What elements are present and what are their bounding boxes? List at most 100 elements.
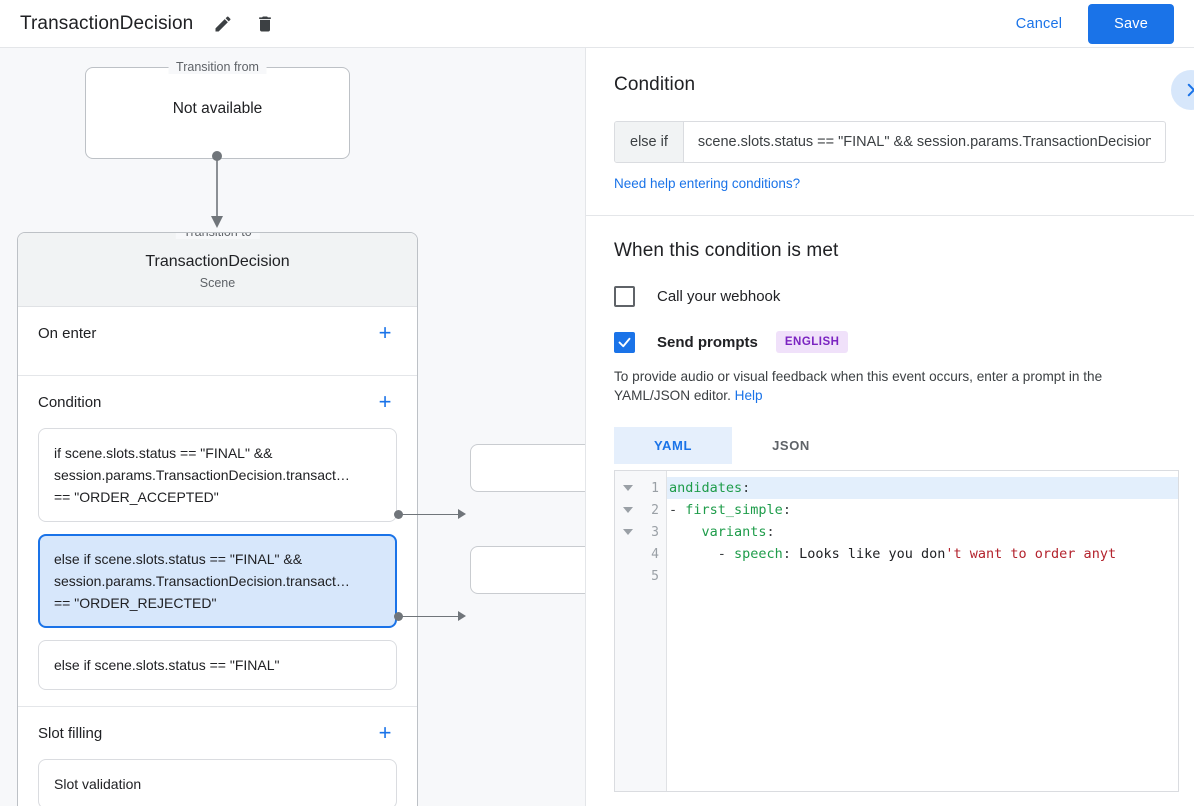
gutter-line: 1	[615, 477, 666, 499]
scene-sections: On enter + Condition + if scene.slots.status…	[18, 307, 417, 806]
transition-to-legend: Transition to	[175, 233, 260, 239]
condition-section: Condition else if Need help entering con…	[586, 48, 1194, 216]
app-header: TransactionDecision Cancel Save	[0, 0, 1194, 48]
chip-line: if scene.slots.status == "FINAL" &&	[54, 445, 273, 461]
code-token: :	[782, 546, 791, 562]
code-token: Looks like you don	[790, 546, 946, 562]
prompt-hint-body: To provide audio or visual feedback when…	[614, 369, 1103, 403]
code-token: first_simple	[685, 502, 783, 518]
condition-chip[interactable]: if scene.slots.status == "FINAL" && sessi…	[38, 428, 397, 522]
code-token: -	[669, 546, 735, 562]
call-webhook-label: Call your webhook	[657, 288, 781, 305]
scene-section-condition: Condition + if scene.slots.status == "FINA…	[18, 376, 417, 707]
transition-from-node[interactable]: Transition from Not available	[85, 60, 350, 159]
line-number: 3	[651, 524, 659, 540]
line-number: 2	[651, 502, 659, 518]
transition-to-card[interactable]: Transition to TransactionDecision Scene …	[17, 232, 418, 806]
chip-line: Slot validation	[54, 776, 142, 792]
section-title: Slot filling	[38, 724, 103, 742]
graph-node-accepted-target[interactable]	[470, 444, 585, 492]
fold-caret-icon[interactable]	[623, 485, 633, 491]
condition-chip-selected[interactable]: else if scene.slots.status == "FINAL" &&…	[38, 534, 397, 628]
section-header: On enter +	[38, 307, 397, 359]
chip-line: else if scene.slots.status == "FINAL"	[54, 657, 280, 673]
scene-section-slot-filling: Slot filling + Slot validation	[18, 707, 417, 806]
add-icon[interactable]: +	[373, 721, 397, 745]
code-line[interactable]: - first_simple:	[667, 499, 1178, 521]
send-prompts-row[interactable]: Send prompts ENGLISH	[614, 331, 1166, 353]
code-token: speech	[734, 546, 783, 562]
prompt-help-link[interactable]: Help	[734, 388, 763, 403]
code-line[interactable]: andidates:	[667, 477, 1178, 499]
code-line[interactable]: variants:	[667, 521, 1178, 543]
send-prompts-label: Send prompts	[657, 333, 758, 351]
section-header: Condition +	[38, 376, 397, 428]
add-icon[interactable]: +	[373, 390, 397, 414]
tab-json[interactable]: JSON	[732, 427, 850, 464]
scene-card-header: TransactionDecision Scene	[18, 233, 417, 307]
trash-icon[interactable]	[253, 12, 277, 36]
code-token: :	[766, 524, 775, 540]
section-title: Condition	[38, 393, 102, 411]
connector-line-accepted	[400, 514, 460, 516]
pencil-icon[interactable]	[211, 12, 235, 36]
detail-panel: Condition else if Need help entering con…	[585, 48, 1194, 806]
code-token: :	[742, 480, 751, 496]
transition-from-value: Not available	[172, 100, 263, 117]
when-met-heading: When this condition is met	[614, 240, 839, 261]
save-button[interactable]: Save	[1088, 3, 1174, 44]
graph-node-rejected-target[interactable]	[470, 546, 585, 594]
chip-line: session.params.TransactionDecision.trans…	[54, 467, 350, 483]
scene-graph-canvas[interactable]: Transition from Not available Transition…	[0, 48, 585, 806]
gutter-line: 4	[615, 543, 666, 565]
code-token: 't want to order anyt	[945, 546, 1117, 562]
cancel-button[interactable]: Cancel	[1002, 8, 1076, 40]
language-badge: ENGLISH	[775, 331, 849, 353]
header-actions: Cancel Save	[1002, 3, 1194, 44]
connector-arrow-rejected	[458, 611, 466, 621]
code-token: :	[782, 502, 791, 518]
transition-from-legend: Transition from	[168, 60, 267, 74]
add-icon[interactable]: +	[373, 321, 397, 345]
line-number: 4	[651, 546, 659, 562]
code-token: variants	[701, 524, 767, 540]
chevron-right-icon[interactable]	[1171, 70, 1194, 110]
gutter-line: 3	[615, 521, 666, 543]
code-line[interactable]: - speech: Looks like you don't want to o…	[667, 543, 1178, 565]
chip-line: else if scene.slots.status == "FINAL" &&	[54, 551, 303, 567]
section-title: On enter	[38, 324, 97, 342]
prompt-hint-text: To provide audio or visual feedback when…	[614, 367, 1166, 405]
editor-code-area[interactable]: andidates:- first_simple: variants: - sp…	[667, 471, 1178, 791]
condition-expression-input[interactable]	[683, 122, 1165, 162]
connector-dot-accepted	[394, 510, 403, 519]
fold-caret-icon[interactable]	[623, 507, 633, 513]
code-token: andidates	[669, 480, 743, 496]
condition-chip[interactable]: Slot validation	[38, 759, 397, 806]
connector-arrow-accepted	[458, 509, 466, 519]
gutter-line: 5	[615, 565, 666, 587]
fold-caret-icon[interactable]	[623, 529, 633, 535]
call-webhook-checkbox[interactable]	[614, 286, 635, 307]
code-line[interactable]	[667, 565, 1178, 587]
editor-gutter: 1 2 3 4 5	[615, 471, 667, 791]
page-title: TransactionDecision	[20, 12, 194, 34]
chip-line: == "ORDER_REJECTED"	[54, 595, 217, 611]
line-number: 1	[651, 480, 659, 496]
condition-help-link[interactable]: Need help entering conditions?	[614, 176, 801, 191]
section-header: Slot filling +	[38, 707, 397, 759]
line-number: 5	[651, 568, 659, 584]
when-condition-met-section: When this condition is met Call your web…	[586, 216, 1194, 792]
chip-line: session.params.TransactionDecision.trans…	[54, 573, 350, 589]
chip-line: == "ORDER_ACCEPTED"	[54, 489, 219, 505]
tab-yaml[interactable]: YAML	[614, 427, 732, 464]
send-prompts-checkbox[interactable]	[614, 331, 635, 353]
connector-dot-rejected	[394, 612, 403, 621]
condition-input-row[interactable]: else if	[614, 121, 1166, 163]
webhook-row[interactable]: Call your webhook	[614, 286, 1166, 307]
connector-line-rejected	[400, 616, 460, 618]
condition-chip[interactable]: else if scene.slots.status == "FINAL"	[38, 640, 397, 690]
condition-prefix-label: else if	[615, 122, 684, 162]
scene-card-subtitle: Scene	[199, 276, 236, 290]
